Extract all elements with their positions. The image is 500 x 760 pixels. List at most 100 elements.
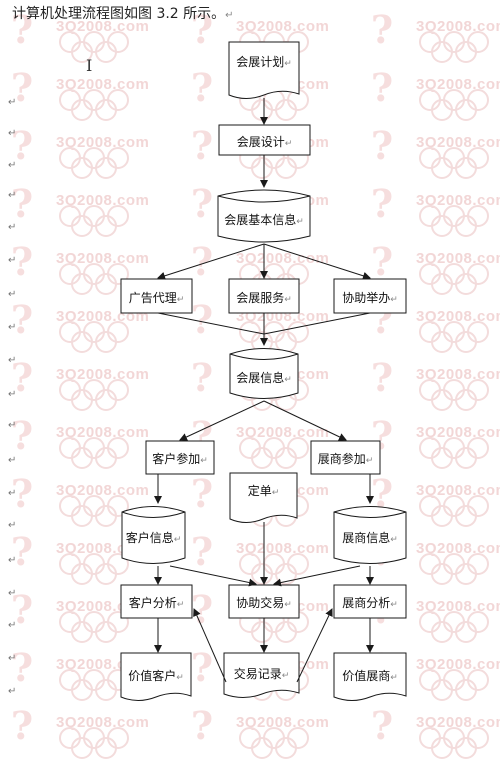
arrow-expo-customer-join <box>179 400 265 441</box>
watermark-rings-icon <box>59 205 129 237</box>
customer-join-process-shape <box>145 440 215 475</box>
node-trade-record: 交易记录↵ <box>233 667 290 681</box>
watermark-logo-icon: ? <box>370 471 394 516</box>
figure-caption: 计算机处理流程图如图 3.2 所示。↵ <box>12 3 234 23</box>
watermark-logo-icon: ? <box>10 297 34 342</box>
watermark-rings-icon <box>419 31 489 63</box>
flowchart-diagram <box>120 41 407 701</box>
watermark-logo-icon: ? <box>190 7 214 52</box>
watermark-rings-icon <box>419 495 489 527</box>
customer-info-storage-shape <box>121 506 186 564</box>
assist-host-process-shape <box>333 278 407 314</box>
watermark-text: 3Q2008.com <box>416 192 500 209</box>
exhibitor-join-process-shape <box>310 440 381 475</box>
watermark-rings-icon <box>419 437 489 469</box>
watermark-text: 3Q2008.com <box>416 76 500 93</box>
paragraph-mark: ↵ <box>8 160 17 171</box>
paragraph-mark: ↵ <box>8 588 17 599</box>
watermark-rings-icon <box>59 669 129 701</box>
watermark-logo-icon: ? <box>370 355 394 400</box>
node-ad-agent: 广告代理↵ <box>128 291 185 305</box>
watermark-text: 3Q2008.com <box>416 134 500 151</box>
watermark-logo-icon: ? <box>190 239 214 284</box>
node-value-customer: 价值客户↵ <box>128 669 184 683</box>
watermark-logo-icon: ? <box>10 645 34 690</box>
paragraph-mark: ↵ <box>8 555 17 566</box>
arrow-record-exhibitor-analysis <box>296 608 333 683</box>
watermark-logo-icon: ? <box>10 471 34 516</box>
watermark-logo-icon: ? <box>190 297 214 342</box>
service-process-shape <box>228 278 300 314</box>
text-cursor-icon: I <box>86 56 93 75</box>
arrow-basic-assist <box>263 243 371 280</box>
watermark-rings-icon <box>419 321 489 353</box>
paragraph-mark: ↵ <box>8 488 17 499</box>
plan-document-shape <box>228 41 300 99</box>
line-ad-merge <box>157 312 265 335</box>
arrow-exhibitor-info-trade <box>273 565 361 587</box>
node-design: 会展设计↵ <box>236 135 293 149</box>
watermark-text: 3Q2008.com <box>416 18 500 35</box>
node-expo-info: 会展信息↵ <box>236 371 292 385</box>
design-process-shape <box>218 124 311 156</box>
paragraph-mark: ↵ <box>8 455 17 466</box>
order-document-shape <box>229 472 298 523</box>
watermark-text: 3Q2008.com <box>416 598 500 615</box>
watermark-text: 3Q2008.com <box>56 250 150 267</box>
watermark-logo-icon: ? <box>10 181 34 226</box>
paragraph-mark: ↵ <box>8 97 17 108</box>
watermark-rings-icon <box>59 437 129 469</box>
paragraph-mark: ↵ <box>8 420 17 431</box>
watermark-logo-icon: ? <box>190 355 214 400</box>
paragraph-mark: ↵ <box>8 620 17 631</box>
watermark-rings-icon <box>419 611 489 643</box>
line-assist-merge <box>263 312 371 335</box>
watermark-logo-icon: ? <box>190 181 214 226</box>
watermark-rings-icon <box>239 727 309 759</box>
watermark-text: 3Q2008.com <box>416 250 500 267</box>
watermark-rings-icon <box>59 553 129 585</box>
watermark-logo-icon: ? <box>190 123 214 168</box>
value-exhibitor-document-shape <box>333 652 407 701</box>
watermark-text: 3Q2008.com <box>56 424 150 441</box>
watermark-logo-icon: ? <box>10 239 34 284</box>
paragraph-mark: ↵ <box>8 355 17 366</box>
watermark-text: 3Q2008.com <box>56 134 150 151</box>
watermark-text: 3Q2008.com <box>56 192 150 209</box>
arrow-record-customer-analysis <box>193 608 227 683</box>
watermark-logo-icon: ? <box>10 355 34 400</box>
watermark-rings-icon <box>419 147 489 179</box>
watermark-text: 3Q2008.com <box>56 366 150 383</box>
watermark-rings-icon <box>419 89 489 121</box>
arrow-basic-ad <box>157 243 265 280</box>
watermark-text: 3Q2008.com <box>416 482 500 499</box>
watermark-rings-icon <box>59 147 129 179</box>
watermark-logo-icon: ? <box>190 471 214 516</box>
basic-info-storage-shape <box>217 189 311 243</box>
watermark-rings-icon <box>59 495 129 527</box>
node-customer-analysis: 客户分析↵ <box>128 596 185 610</box>
node-customer-info: 客户信息↵ <box>125 531 182 545</box>
paragraph-mark: ↵ <box>8 289 17 300</box>
watermark-rings-icon <box>419 263 489 295</box>
watermark-text: 3Q2008.com <box>236 424 330 441</box>
watermark-rings-icon <box>59 379 129 411</box>
watermark-text: 3Q2008.com <box>416 308 500 325</box>
watermark-logo-icon: ? <box>190 529 214 574</box>
watermark-rings-icon <box>59 727 129 759</box>
node-plan: 会展计划↵ <box>236 55 292 69</box>
watermark-logo-icon: ? <box>10 413 34 458</box>
watermark-logo-icon: ? <box>10 587 34 632</box>
watermark-rings-icon <box>59 263 129 295</box>
exhibitor-info-storage-shape <box>333 506 407 564</box>
node-exhibitor-join: 展商参加↵ <box>317 452 374 466</box>
watermark-rings-icon <box>419 379 489 411</box>
watermark-rings-icon <box>419 727 489 759</box>
watermark-rings-icon <box>59 611 129 643</box>
watermark-rings-icon <box>419 205 489 237</box>
arrow-expo-exhibitor-join <box>263 400 347 441</box>
node-assist-host: 协助举办↵ <box>342 291 398 305</box>
paragraph-mark: ↵ <box>8 389 17 400</box>
watermark-rings-icon <box>59 31 129 63</box>
node-value-exhibitor: 价值展商↵ <box>342 669 398 683</box>
